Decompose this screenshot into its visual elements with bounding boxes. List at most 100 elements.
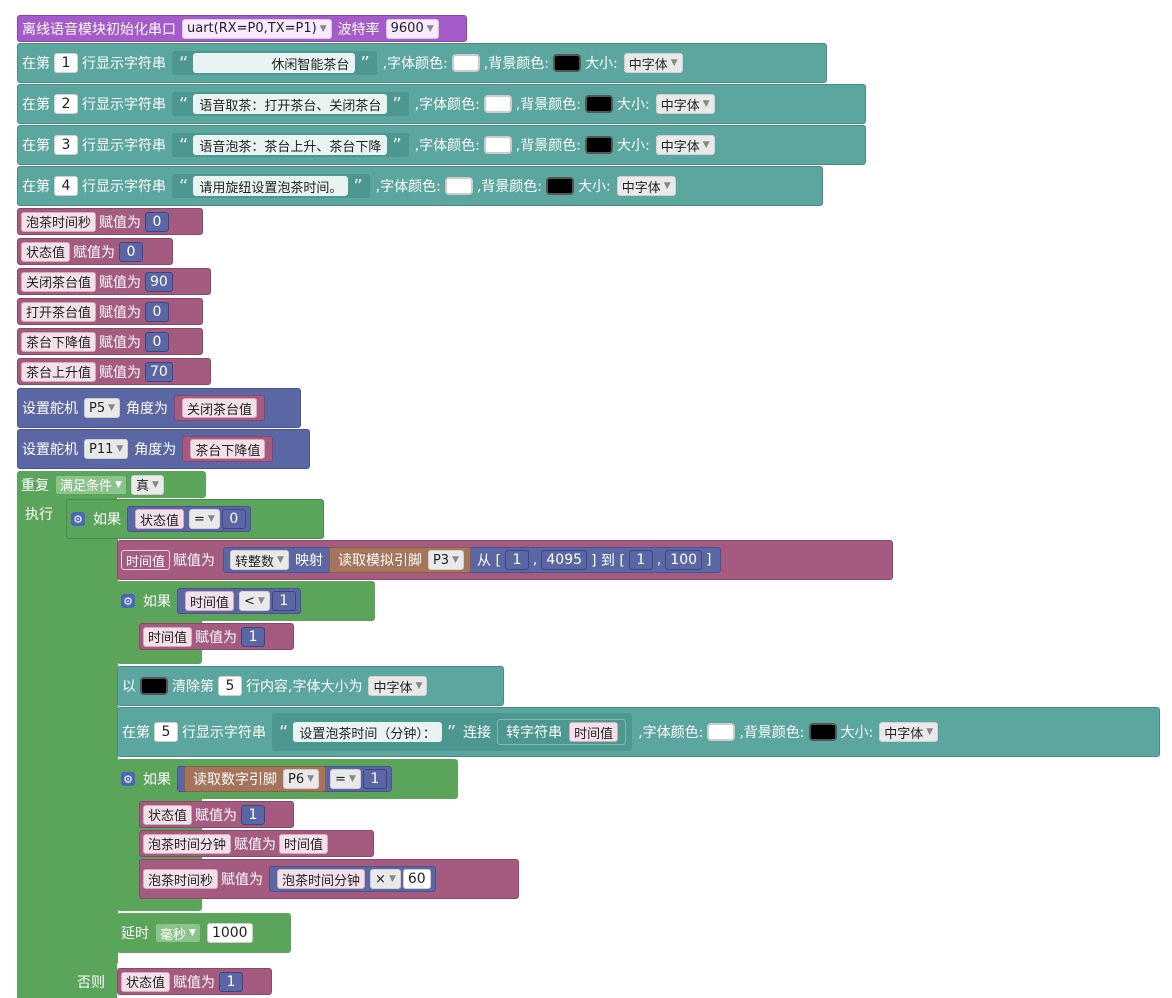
to-low[interactable]: 1 [628, 550, 653, 570]
display-row-block[interactable]: 在第 2 行显示字符串 “ 语音取茶：打开茶台、关闭茶台 ” ,字体颜色: ,背… [17, 84, 866, 124]
compare-value[interactable]: 1 [271, 591, 296, 611]
compare-block[interactable]: 状态值 =▼ 0 [127, 506, 251, 532]
delay-value[interactable]: 1000 [206, 923, 253, 943]
string-block[interactable]: “ 语音泡茶：茶台上升、茶台下降 ” [172, 133, 409, 157]
string-block[interactable]: “ 语音取茶：打开茶台、关闭茶台 ” [172, 92, 409, 116]
assign-block[interactable]: 泡茶时间分钟 赋值为 时间值 [139, 830, 374, 857]
font-size-dropdown[interactable]: 中字体▼ [655, 135, 715, 155]
assign-block[interactable]: 状态值 赋值为 1 [117, 968, 272, 995]
row-number-input[interactable]: 2 [54, 94, 78, 114]
string-text-input[interactable]: 请用旋纽设置泡茶时间。 [193, 176, 349, 196]
compare-value[interactable]: 0 [221, 509, 246, 529]
value-variable[interactable]: 时间值 [279, 833, 329, 854]
digital-pin-dropdown[interactable]: P6▼ [283, 769, 320, 789]
row-number-input[interactable]: 1 [54, 53, 78, 73]
bg-color-swatch[interactable] [585, 95, 614, 113]
baud-dropdown[interactable]: 9600▼ [385, 18, 439, 39]
value-input[interactable]: 0 [145, 301, 170, 322]
to-string-block[interactable]: 转字符串 时间值 [497, 719, 627, 745]
value-input[interactable]: 90 [145, 271, 173, 292]
servo-block[interactable]: 设置舵机 P11▼ 角度为 茶台下降值 [17, 429, 310, 469]
variable-name[interactable]: 泡茶时间秒 [21, 211, 97, 232]
font-color-swatch[interactable] [483, 136, 512, 154]
row-number-input[interactable]: 4 [54, 176, 78, 196]
string-text-input[interactable]: 设置泡茶时间（分钟）： [293, 722, 442, 742]
angle-variable[interactable]: 关闭茶台值 [182, 398, 258, 418]
analog-read-block[interactable]: 读取模拟引脚 P3▼ [328, 547, 471, 573]
font-size-dropdown[interactable]: 中字体▼ [616, 176, 676, 196]
value-input[interactable]: 0 [145, 331, 170, 352]
variable-name[interactable]: 打开茶台值 [21, 301, 97, 322]
if2-header[interactable]: ⚙ 如果 时间值 <▼ 1 [117, 581, 375, 621]
expr-variable[interactable]: 泡茶时间分钟 [277, 869, 366, 889]
value-input[interactable]: 0 [119, 241, 144, 262]
font-color-swatch[interactable] [483, 95, 512, 113]
string-block[interactable]: “ 休闲智能茶台 ” [172, 51, 377, 75]
uart-port-dropdown[interactable]: uart(RX=P0,TX=P1)▼ [182, 18, 332, 39]
variable-name[interactable]: 时间值 [569, 722, 619, 742]
row-number-input[interactable]: 3 [54, 135, 78, 155]
compare-value[interactable]: 1 [362, 769, 387, 789]
assign-block[interactable]: 泡茶时间秒 赋值为 泡茶时间分钟 ×▼ 60 [139, 859, 519, 899]
gear-icon[interactable]: ⚙ [71, 512, 85, 526]
delay-unit-dropdown[interactable]: 毫秒▼ [155, 923, 201, 943]
display-row-block[interactable]: 在第 1 行显示字符串 “ 休闲智能茶台 ” ,字体颜色: ,背景颜色: 大小:… [17, 43, 827, 83]
row-number-input[interactable]: 5 [154, 722, 178, 742]
value-input[interactable]: 1 [241, 804, 266, 825]
variable-name[interactable]: 时间值 [143, 626, 193, 647]
variable-name[interactable]: 泡茶时间分钟 [143, 833, 232, 854]
string-text-input[interactable]: 语音取茶：打开茶台、关闭茶台 [193, 94, 388, 114]
value-input[interactable]: 1 [241, 626, 266, 647]
font-color-swatch[interactable] [707, 723, 736, 741]
compare-block[interactable]: 时间值 <▼ 1 [177, 588, 301, 614]
assign-block[interactable]: 时间值 赋值为 1 [139, 623, 294, 650]
from-high[interactable]: 4095 [541, 550, 588, 570]
variable-name[interactable]: 茶台上升值 [21, 361, 97, 382]
if1-block[interactable]: ⚙ 如果 状态值 =▼ 0 [66, 499, 324, 539]
from-low[interactable]: 1 [504, 550, 529, 570]
convert-dropdown[interactable]: 转整数▼ [230, 550, 289, 570]
analog-pin-dropdown[interactable]: P3▼ [427, 550, 464, 570]
string-text-input[interactable]: 语音泡茶：茶台上升、茶台下降 [193, 135, 388, 155]
variable-name[interactable]: 状态值 [21, 241, 71, 262]
expr-value[interactable]: 60 [402, 869, 431, 889]
compare-variable[interactable]: 时间值 [185, 591, 235, 611]
map-assign-block[interactable]: 时间值 赋值为 转整数▼ 映射 读取模拟引脚 P3▼ 从 [ 1 , 4095 … [117, 540, 893, 580]
servo-block[interactable]: 设置舵机 P5▼ 角度为 关闭茶台值 [17, 388, 301, 428]
compare-block[interactable]: 读取数字引脚 P6▼ =▼ 1 [177, 766, 392, 792]
variable-name[interactable]: 关闭茶台值 [21, 271, 97, 292]
to-high[interactable]: 100 [665, 550, 703, 570]
bg-color-swatch[interactable] [585, 136, 614, 154]
condition-dropdown[interactable]: 真▼ [130, 474, 164, 495]
clear-row-block[interactable]: 以 清除第 5 行内容,字体大小为 中字体▼ [117, 666, 504, 706]
string-block[interactable]: “ 请用旋纽设置泡茶时间。 ” [172, 174, 370, 198]
uart-init-block[interactable]: 离线语音模块初始化串口 uart(RX=P0,TX=P1)▼ 波特率 9600▼ [17, 15, 467, 42]
clear-color-swatch[interactable] [140, 677, 168, 695]
display-row-block[interactable]: 在第 3 行显示字符串 “ 语音泡茶：茶台上升、茶台下降 ” ,字体颜色: ,背… [17, 125, 866, 165]
repeat-loop-header[interactable]: 重复 满足条件▼ 真▼ [17, 471, 206, 498]
font-color-swatch[interactable] [444, 177, 473, 195]
bg-color-swatch[interactable] [553, 54, 581, 72]
digital-read-block[interactable]: 读取数字引脚 P6▼ [184, 766, 327, 792]
delay-block[interactable]: 延时 毫秒▼ 1000 [117, 913, 291, 953]
value-input[interactable]: 0 [145, 211, 170, 232]
string-text-input[interactable]: 休闲智能茶台 [193, 53, 356, 73]
font-size-dropdown[interactable]: 中字体▼ [623, 53, 683, 73]
angle-variable[interactable]: 茶台下降值 [190, 439, 266, 459]
clear-row-input[interactable]: 5 [218, 676, 242, 696]
variable-name[interactable]: 状态值 [121, 971, 171, 992]
value-input[interactable]: 1 [219, 971, 244, 992]
variable-name[interactable]: 状态值 [143, 804, 193, 825]
compare-op-dropdown[interactable]: =▼ [330, 769, 361, 789]
bg-color-swatch[interactable] [546, 177, 575, 195]
join-block[interactable]: “ 设置泡茶时间（分钟）： ” 连接 转字符串 时间值 [272, 713, 633, 751]
font-size-dropdown[interactable]: 中字体▼ [368, 676, 428, 696]
servo-pin-dropdown[interactable]: P5▼ [84, 398, 121, 418]
variable-name[interactable]: 泡茶时间秒 [143, 869, 219, 889]
assign-block[interactable]: 状态值 赋值为 1 [139, 801, 294, 828]
